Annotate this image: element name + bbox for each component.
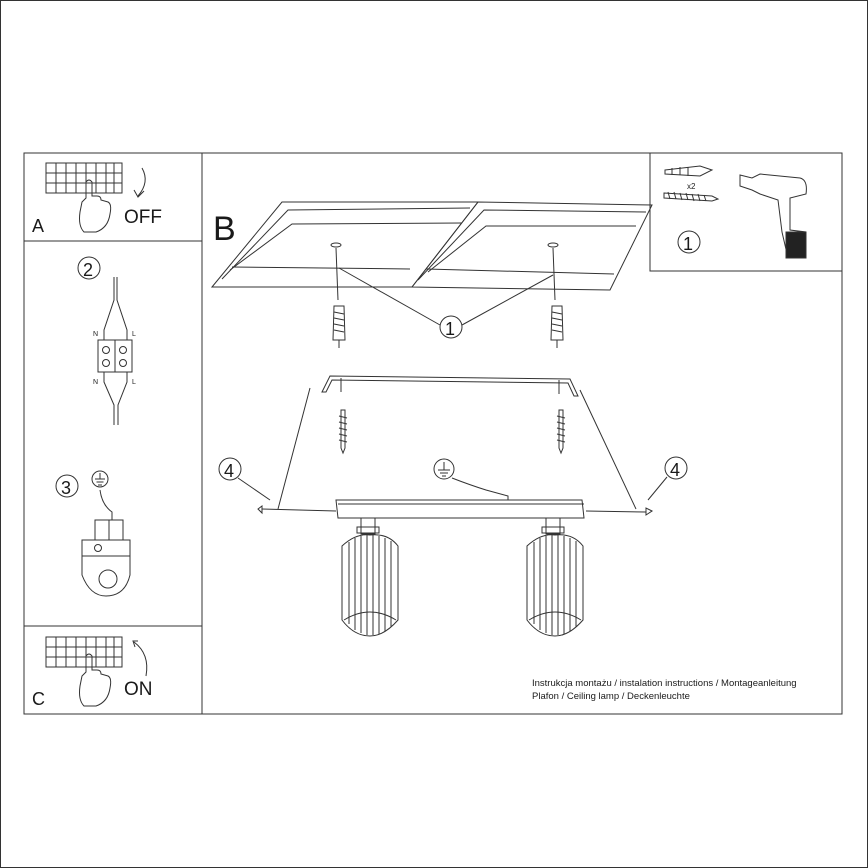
callout-4-circle [218,457,242,481]
panel-b-letter: B [213,210,236,248]
callout-4-circle [664,456,688,480]
tools-inset: x2 1 [649,152,843,272]
wire-l-bottom [117,372,128,425]
side-screw-left: 4 [218,457,337,515]
ceiling-hole-left [330,242,342,248]
terminal-screw [102,346,110,354]
step-3-ground: 3 [55,470,131,597]
breaker-box-icon [45,162,123,194]
footer-line-1: Instrukcja montażu / instalation instruc… [532,678,797,689]
panel-a-letter: A [32,216,44,236]
callout-1-circle [439,315,463,339]
ground-symbol-icon [91,470,109,488]
ground-bracket [81,556,131,597]
screw-left-callout-label: 4 [224,461,234,481]
callout-3-label: 3 [61,478,71,498]
callout-2-circle [77,256,101,280]
ground-wire [99,489,113,520]
ground-plate [81,539,131,557]
callout-leader [461,274,554,326]
lamp-bar [335,499,585,519]
panel-a-border [23,152,203,242]
terminal-n-top-label: N [93,331,98,338]
screw-icon [663,191,720,202]
panel-c-border [23,625,203,715]
ceiling-panel-left [210,201,480,288]
side-screw-right: 4 [585,456,688,516]
switch-on-arrow-icon [133,641,148,677]
panel-c-letter: C [32,689,45,709]
terminal-n-bottom-label: N [93,379,98,386]
terminal-l-bottom-label: L [132,379,136,386]
callout-3-circle [55,474,79,498]
panel-a: A OFF [23,152,203,242]
screw-right-callout-label: 4 [670,460,680,480]
drill-icon [739,173,807,259]
hand-icon [79,179,112,233]
callout-1-circle [677,230,701,254]
footer-line-2: Plafon / Ceiling lamp / Deckenleuchte [532,691,690,702]
wire-n-bottom [103,372,115,425]
step-2-wiring: 2 N L N L [77,256,136,425]
lamp-head-right [526,517,584,637]
ceiling [210,201,653,301]
panel-c: C ON [23,625,203,715]
ceiling-hole-right [547,242,559,248]
wall-plug-left-icon [332,305,346,348]
diagram-border [23,152,843,715]
projection-line [579,389,637,510]
terminal-l-top-label: L [132,331,136,338]
callout-leader [338,267,441,326]
screw-right-icon [556,409,566,455]
mounting-bracket [321,375,579,397]
ceiling-panel-right [410,201,653,291]
wire-l-top [116,277,128,340]
wall-plug-icon [664,165,714,177]
arrow-head-icon [132,640,138,648]
breaker-box-icon [45,636,123,668]
tools-inset-border [649,152,843,272]
lamp-head-left [341,517,399,637]
callout-2-label: 2 [83,260,93,280]
switch-off-arrow-icon [137,167,146,197]
screw-left-icon [338,409,348,455]
arrow-head-icon [133,189,145,198]
projection-line [277,387,311,510]
tools-qty-label: x2 [687,182,696,191]
tools-callout-label: 1 [683,234,693,254]
lamp-ground-icon [433,458,509,500]
ceiling-callout-label: 1 [445,319,455,339]
wall-plug-right-icon [550,305,564,348]
hand-icon [79,653,112,707]
wire-n-top [103,277,115,340]
on-label: ON [124,679,153,700]
off-label: OFF [124,207,162,228]
